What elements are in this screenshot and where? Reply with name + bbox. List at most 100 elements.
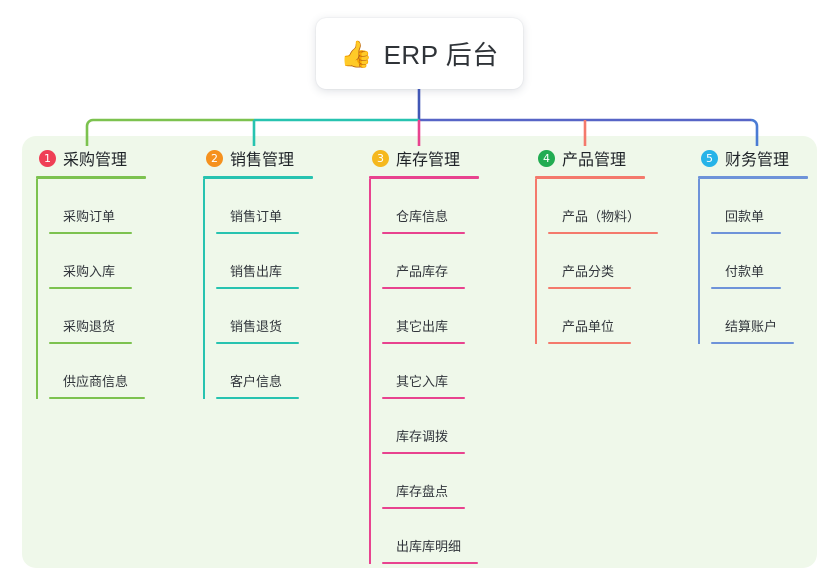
list-item[interactable]: 回款单 [711, 179, 808, 234]
list-item-label: 供应商信息 [63, 374, 129, 389]
list-item[interactable]: 产品库存 [382, 234, 479, 289]
column-rule [369, 176, 479, 179]
list-item-rule [382, 397, 465, 399]
list-item-rule [548, 342, 631, 344]
list-item-rule [49, 342, 132, 344]
list-item[interactable]: 产品单位 [548, 289, 645, 344]
list-item-label: 付款单 [725, 264, 765, 279]
root-title: ERP 后台 [383, 40, 499, 70]
column-rule [698, 176, 808, 179]
column-items: 回款单付款单结算账户 [698, 179, 808, 344]
list-item[interactable]: 产品（物料） [548, 179, 658, 234]
list-item-label: 其它入库 [396, 374, 449, 389]
content-panel [22, 136, 817, 568]
list-item[interactable]: 采购退货 [49, 289, 146, 344]
list-item[interactable]: 产品分类 [548, 234, 645, 289]
root-node[interactable]: 👍 ERP 后台 [316, 18, 523, 89]
list-item-rule [382, 452, 465, 454]
column-spine [369, 179, 371, 564]
list-item-label: 销售退货 [230, 319, 283, 334]
column-badge-icon: 4 [538, 149, 555, 167]
list-item-label: 采购订单 [63, 209, 116, 224]
list-item-rule [49, 232, 132, 234]
list-item[interactable]: 库存调拨 [382, 399, 479, 454]
column-title: 库存管理 [396, 152, 461, 169]
column-header-5[interactable]: 5 财务管理 [698, 146, 808, 170]
column-header-2[interactable]: 2 销售管理 [203, 146, 313, 170]
list-item-rule [382, 232, 465, 234]
column-header-1[interactable]: 1 采购管理 [36, 146, 146, 170]
list-item-label: 采购退货 [63, 319, 116, 334]
column-rule [203, 176, 313, 179]
column-2: 2 销售管理销售订单销售出库销售退货客户信息 [203, 146, 313, 399]
column-header-4[interactable]: 4 产品管理 [535, 146, 645, 170]
list-item[interactable]: 供应商信息 [49, 344, 146, 399]
column-badge-icon: 5 [701, 149, 718, 167]
column-badge-icon: 1 [39, 149, 56, 167]
list-item[interactable]: 销售退货 [216, 289, 313, 344]
list-item-label: 产品单位 [562, 319, 615, 334]
list-item-rule [382, 562, 478, 564]
list-item[interactable]: 客户信息 [216, 344, 313, 399]
list-item-label: 采购入库 [63, 264, 116, 279]
list-item-rule [216, 342, 299, 344]
list-item-label: 产品（物料） [562, 209, 641, 224]
list-item-label: 出库库明细 [396, 539, 462, 554]
column-4: 4 产品管理产品（物料） 产品分类产品单位 [535, 146, 658, 344]
list-item[interactable]: 仓库信息 [382, 179, 479, 234]
column-badge-icon: 2 [206, 149, 223, 167]
list-item-rule [382, 342, 465, 344]
column-items: 产品（物料） 产品分类产品单位 [535, 179, 658, 344]
list-item-label: 销售出库 [230, 264, 283, 279]
list-item-label: 产品分类 [562, 264, 615, 279]
list-item[interactable]: 其它出库 [382, 289, 479, 344]
column-title: 采购管理 [63, 152, 128, 169]
list-item-rule [49, 287, 132, 289]
list-item-rule [382, 287, 465, 289]
list-item[interactable]: 库存盘点 [382, 454, 479, 509]
list-item-label: 结算账户 [725, 319, 778, 334]
column-rule [535, 176, 645, 179]
list-item[interactable]: 结算账户 [711, 289, 808, 344]
column-spine [36, 179, 38, 399]
list-item-rule [711, 232, 781, 234]
column-title: 财务管理 [725, 152, 790, 169]
column-spine [535, 179, 537, 344]
column-title: 销售管理 [230, 152, 295, 169]
column-items: 销售订单销售出库销售退货客户信息 [203, 179, 313, 399]
list-item-label: 库存调拨 [396, 429, 449, 444]
list-item-label: 回款单 [725, 209, 765, 224]
list-item-rule [216, 287, 299, 289]
list-item-rule [216, 232, 299, 234]
column-title: 产品管理 [562, 152, 627, 169]
list-item[interactable]: 其它入库 [382, 344, 479, 399]
list-item-label: 销售订单 [230, 209, 283, 224]
column-spine [203, 179, 205, 399]
list-item-rule [216, 397, 299, 399]
list-item[interactable]: 采购入库 [49, 234, 146, 289]
list-item[interactable]: 采购订单 [49, 179, 146, 234]
list-item[interactable]: 付款单 [711, 234, 808, 289]
list-item-rule [548, 232, 658, 234]
list-item[interactable]: 销售订单 [216, 179, 313, 234]
column-1: 1 采购管理采购订单采购入库采购退货供应商信息 [36, 146, 146, 399]
list-item-label: 仓库信息 [396, 209, 449, 224]
column-items: 采购订单采购入库采购退货供应商信息 [36, 179, 146, 399]
column-3: 3 库存管理仓库信息产品库存其它出库其它入库库存调拨库存盘点出库库明细 [369, 146, 479, 564]
column-header-3[interactable]: 3 库存管理 [369, 146, 479, 170]
list-item-rule [49, 397, 145, 399]
list-item-label: 其它出库 [396, 319, 449, 334]
list-item[interactable]: 销售出库 [216, 234, 313, 289]
list-item-rule [711, 342, 794, 344]
list-item-label: 产品库存 [396, 264, 449, 279]
list-item-rule [548, 287, 631, 289]
column-rule [36, 176, 146, 179]
list-item-label: 客户信息 [230, 374, 283, 389]
thumbs-up-icon: 👍 [340, 38, 373, 69]
column-badge-icon: 3 [372, 149, 389, 167]
column-spine [698, 179, 700, 344]
list-item-label: 库存盘点 [396, 484, 449, 499]
list-item[interactable]: 出库库明细 [382, 509, 479, 564]
column-5: 5 财务管理回款单付款单结算账户 [698, 146, 808, 344]
